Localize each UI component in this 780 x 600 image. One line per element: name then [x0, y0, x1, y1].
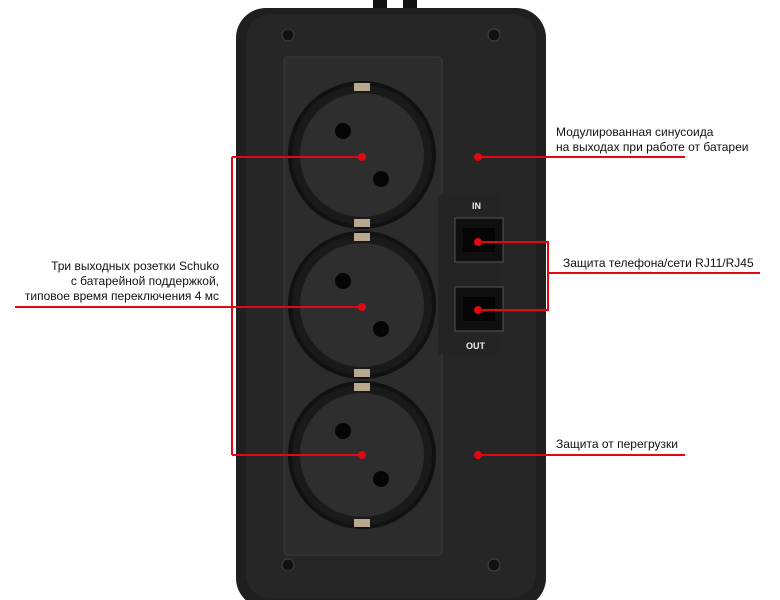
outlets-line-3: типовое время переключения 4 мс	[24, 289, 219, 303]
callout-dots	[358, 153, 482, 459]
rj-annotation: Защита телефона/сети RJ11/RJ45	[563, 256, 754, 270]
overload-annotation: Защита от перегрузки	[556, 437, 678, 451]
callout-lines	[15, 156, 760, 456]
port-out-label: OUT	[466, 341, 485, 351]
outlets-line-1: Три выходных розетки Schuko	[51, 259, 219, 273]
sine-line-1: Модулированная синусоида	[556, 125, 714, 139]
screws	[281, 28, 501, 572]
outlets-annotation: Три выходных розетки Schuko с батарейной…	[25, 259, 219, 304]
port-in-label: IN	[472, 201, 481, 211]
sine-annotation: Модулированная синусоида на выходах при …	[556, 125, 748, 155]
sine-line-2: на выходах при работе от батареи	[556, 140, 749, 154]
outlets-line-2: с батарейной поддержкой,	[70, 274, 219, 288]
